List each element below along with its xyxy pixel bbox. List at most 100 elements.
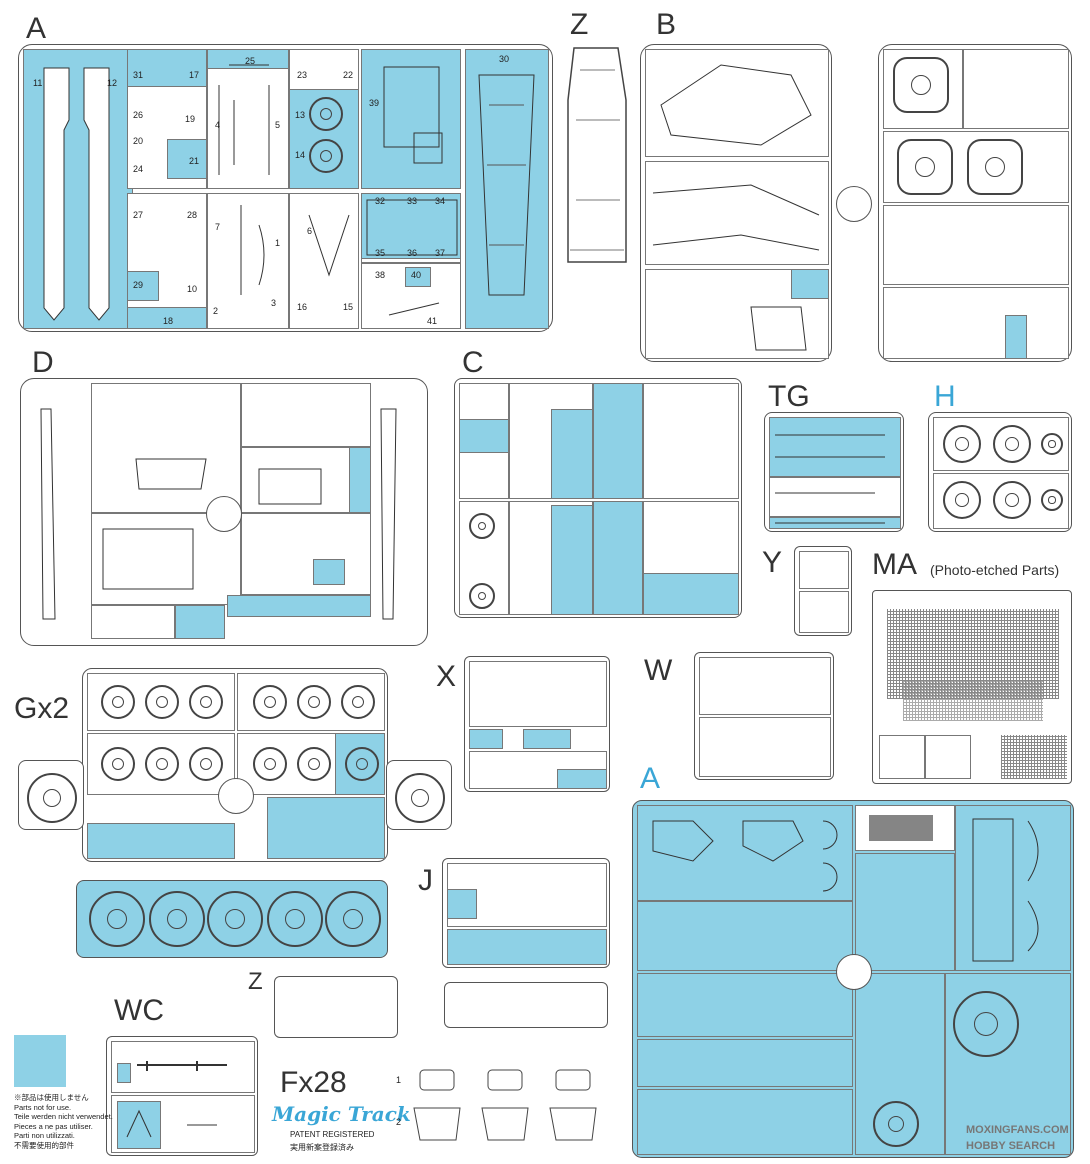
sprue-w-frame xyxy=(694,652,834,780)
road-wheel-icon xyxy=(253,747,287,781)
a-blue-cell xyxy=(637,901,853,971)
tire-icon xyxy=(207,891,263,947)
j-cell-hl xyxy=(447,929,607,965)
a-blue-cell xyxy=(855,853,955,971)
part-num: 17 xyxy=(189,70,200,80)
sprue-label-b: B xyxy=(656,8,677,41)
sprue-d-parts-drawing xyxy=(40,408,397,620)
sprue-label-tg: TG xyxy=(768,380,810,413)
tire-icon xyxy=(89,891,145,947)
road-wheel-icon xyxy=(101,685,135,719)
sprue-a-cell-hl xyxy=(361,193,461,259)
sprue-d-cell-hl xyxy=(349,447,371,513)
sprue-c-cell-hl xyxy=(459,419,509,453)
sprue-a-cell xyxy=(127,193,207,329)
part-num: 1 xyxy=(275,238,281,248)
sprocket-icon xyxy=(309,97,343,131)
ma-panel xyxy=(925,735,971,779)
patent-text-jp: 実用新案登録済み xyxy=(290,1143,354,1152)
x-cell xyxy=(469,661,607,727)
sprue-label-wc: WC xyxy=(114,994,164,1027)
part-num: 5 xyxy=(275,120,281,130)
sprue-d-gate xyxy=(206,496,242,532)
sprue-a-cell xyxy=(207,193,289,329)
sprue-c-cell-hl xyxy=(593,501,643,615)
sprue-a-cell-hl xyxy=(405,267,431,287)
a-blue-cell xyxy=(637,1039,853,1087)
sprocket-icon xyxy=(309,139,343,173)
sprue-label-z-lower: Z xyxy=(248,968,263,995)
wc-parts-drawing xyxy=(126,1061,227,1138)
part-num: 33 xyxy=(407,196,418,206)
sprue-h-frame xyxy=(928,412,1072,532)
road-wheel-icon xyxy=(145,747,179,781)
part-num: 29 xyxy=(133,280,144,290)
mesh-grille xyxy=(1001,735,1067,779)
sprue-b-gate xyxy=(836,186,872,222)
not-for-use-legend: ※部品は使用しません Parts not for use. Teile werd… xyxy=(14,1093,113,1150)
sprocket-icon xyxy=(943,425,981,463)
part-num: 27 xyxy=(133,210,144,220)
sprue-label-d: D xyxy=(32,346,54,379)
sprocket-icon xyxy=(993,481,1031,519)
magic-track-logo: Magic Track xyxy=(272,1102,411,1126)
sprue-a-parts-drawing xyxy=(218,64,535,316)
patent-text: PATENT REGISTERED xyxy=(290,1130,375,1139)
sprue-b-cell-hl xyxy=(791,269,829,299)
sprue-c-cell-hl xyxy=(551,505,593,615)
sprue-a-blue-parts-drawing xyxy=(652,815,1039,962)
sprue-d-cell xyxy=(241,513,371,595)
sprue-y-frame xyxy=(794,546,852,636)
sprue-b-cell xyxy=(883,287,1069,359)
sprue-b-frame-left xyxy=(640,44,832,362)
gx2-gate xyxy=(218,778,254,814)
sprue-d-cell xyxy=(91,383,241,513)
part-num: 10 xyxy=(187,284,198,294)
sprue-c-cell-hl xyxy=(643,573,739,615)
legend-line: ※部品は使用しません xyxy=(14,1093,89,1102)
watermark-brand: HOBBY SEARCH xyxy=(966,1140,1056,1152)
road-wheel-icon xyxy=(189,685,223,719)
wc-cell xyxy=(111,1041,255,1093)
part-num: 16 xyxy=(297,302,308,312)
gx2-tire-strip xyxy=(76,880,388,958)
part-num: 36 xyxy=(407,248,418,258)
sprue-tg-cell xyxy=(769,477,901,517)
not-for-use-legend-swatch xyxy=(14,1035,66,1087)
part-num: 11 xyxy=(33,78,43,88)
sprue-a-blue-gate xyxy=(836,954,872,990)
octagon-part-icon xyxy=(893,57,949,113)
sprue-label-w: W xyxy=(644,654,673,687)
part-num: 13 xyxy=(295,110,306,120)
sprue-c-cell-hl xyxy=(551,409,593,499)
mesh-grille xyxy=(903,681,1043,721)
octagon-part-icon xyxy=(897,139,953,195)
sprue-a-cell-hl xyxy=(207,49,289,69)
round-part-icon xyxy=(469,583,495,609)
sprue-c-cell-hl xyxy=(593,383,643,499)
sprocket-icon xyxy=(943,481,981,519)
w-cell xyxy=(699,657,831,715)
sprue-x-frame xyxy=(464,656,610,792)
part-num: 32 xyxy=(375,196,386,206)
sprue-a-cell xyxy=(207,49,289,189)
sprue-ma-fret xyxy=(872,590,1072,784)
sprue-b-cell xyxy=(963,49,1069,129)
legend-line: Parts not for use. xyxy=(14,1102,72,1112)
road-wheel-icon xyxy=(253,685,287,719)
sprue-label-j: J xyxy=(418,864,433,897)
part-num: 35 xyxy=(375,248,386,258)
sprue-j-frame xyxy=(442,858,610,968)
wc-cell-hl xyxy=(117,1101,161,1149)
sprue-label-ma: MA xyxy=(872,548,917,581)
j-cell-hl xyxy=(447,889,477,919)
wc-cell-hl xyxy=(117,1063,131,1083)
legend-line: 不需要使用的部件 xyxy=(14,1140,74,1150)
sprue-a-cell-hl xyxy=(167,139,207,179)
road-wheel-icon xyxy=(297,685,331,719)
part-num: 41 xyxy=(427,316,438,326)
fx28-row-2: 2 xyxy=(396,1117,402,1127)
sprue-a-cell-hl xyxy=(127,49,207,87)
sprue-tg-parts-drawing xyxy=(775,434,885,524)
part-num: 23 xyxy=(297,70,308,80)
